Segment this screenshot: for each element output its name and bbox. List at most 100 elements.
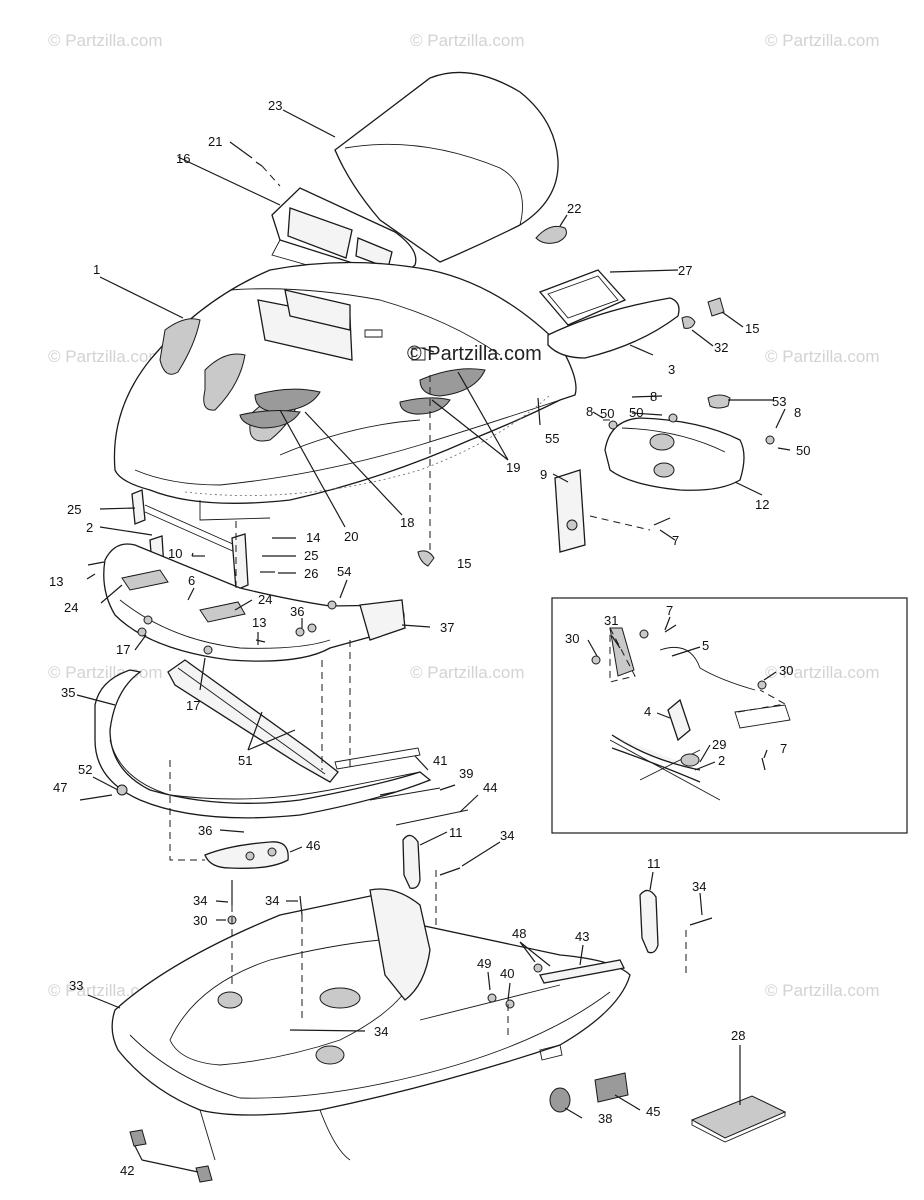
callout-17-right: 17 (186, 698, 200, 713)
callout-50-mid: 50 (629, 405, 643, 420)
callout-35: 35 (61, 685, 75, 700)
callout-30-inset-left: 30 (565, 631, 579, 646)
callout-50-left: 50 (600, 406, 614, 421)
leader-lines (76, 109, 791, 1173)
callout-36-bottom: 36 (198, 823, 212, 838)
callout-44: 44 (483, 780, 497, 795)
callout-45: 45 (646, 1104, 660, 1119)
bracket-11-left (402, 834, 421, 889)
callout-28: 28 (731, 1028, 745, 1043)
callout-34-right: 34 (692, 879, 706, 894)
watermark-mid-left: © Partzilla.com (48, 347, 163, 366)
callout-16: 16 (176, 151, 190, 166)
callout-8-mid: 8 (650, 389, 657, 404)
callout-49: 49 (477, 956, 491, 971)
panel-27 (538, 269, 627, 326)
callout-34-mid: 34 (265, 893, 279, 908)
hood (113, 261, 577, 521)
callout-2-inset: 2 (718, 753, 725, 768)
callout-47: 47 (53, 780, 67, 795)
callout-42: 42 (120, 1163, 134, 1178)
part-22-handle (535, 225, 567, 244)
callout-25-right: 25 (304, 548, 318, 563)
plug-38 (549, 1087, 571, 1113)
callout-34-left: 34 (193, 893, 207, 908)
callout-55: 55 (545, 431, 559, 446)
callout-53: 53 (772, 394, 786, 409)
callout-40: 40 (500, 966, 514, 981)
callout-11-left: 11 (449, 825, 463, 840)
callout-7: 7 (672, 533, 679, 548)
callout-8-left: 8 (586, 404, 593, 419)
watermark-lower-left: © Partzilla.com (48, 663, 163, 682)
callout-26: 26 (304, 566, 318, 581)
callout-50-right: 50 (796, 443, 810, 458)
callout-7-inset-bottom: 7 (780, 741, 787, 756)
callout-numbers: 1 2 2 3 4 5 6 7 7 7 8 8 8 9 10 11 11 12 … (49, 98, 810, 1178)
callout-30-inset-right: 30 (779, 663, 793, 678)
callout-17-left: 17 (116, 642, 130, 657)
callout-38: 38 (598, 1111, 612, 1126)
strip-43 (539, 959, 625, 984)
callout-12: 12 (755, 497, 769, 512)
callout-10: 10 (168, 546, 182, 561)
cover-3 (547, 297, 680, 359)
front-bumper-35 (94, 669, 432, 819)
cap-53 (707, 394, 731, 409)
callout-21: 21 (208, 134, 222, 149)
reference-lines (169, 165, 787, 1040)
callout-46: 46 (306, 838, 320, 853)
feet-42 (129, 1129, 213, 1183)
partzilla-logo: © Partzilla.com (407, 343, 542, 365)
callout-25-left: 25 (67, 502, 81, 517)
callout-6: 6 (188, 573, 195, 588)
callout-52: 52 (78, 762, 92, 777)
callout-3: 3 (668, 362, 675, 377)
watermark-top-center: © Partzilla.com (410, 31, 525, 50)
plate-45 (594, 1072, 629, 1103)
callout-19: 19 (506, 460, 520, 475)
callout-11-right: 11 (647, 856, 661, 871)
callout-7-inset-top: 7 (666, 603, 673, 618)
lattice-bar-51 (167, 659, 339, 783)
callout-48: 48 (512, 926, 526, 941)
bracket-9 (554, 469, 586, 553)
callout-41: 41 (433, 753, 447, 768)
callout-15-top: 15 (745, 321, 759, 336)
callout-51: 51 (238, 753, 252, 768)
callout-8-right: 8 (794, 405, 801, 420)
callout-4: 4 (644, 704, 651, 719)
callout-33: 33 (69, 978, 83, 993)
callout-20: 20 (344, 529, 358, 544)
callout-43: 43 (575, 929, 589, 944)
watermark-lower-center: © Partzilla.com (410, 663, 525, 682)
inset-box (551, 597, 908, 834)
part-32 (681, 316, 696, 329)
callout-24-right: 24 (258, 592, 272, 607)
callout-9: 9 (540, 467, 547, 482)
callout-34-top: 34 (500, 828, 514, 843)
watermark-lower-right: © Partzilla.com (765, 663, 880, 682)
callout-27: 27 (678, 263, 692, 278)
callout-39: 39 (459, 766, 473, 781)
callout-13-right: 13 (252, 615, 266, 630)
callout-32: 32 (714, 340, 728, 355)
callout-13-left: 13 (49, 574, 63, 589)
callout-30-lower: 30 (193, 913, 207, 928)
decal-28 (690, 1095, 787, 1143)
gauge-housing (271, 187, 417, 291)
watermark-mid-right: © Partzilla.com (765, 347, 880, 366)
watermark-top-left: © Partzilla.com (48, 31, 163, 50)
callout-34-bottom: 34 (374, 1024, 388, 1039)
callout-5: 5 (702, 638, 709, 653)
front-mount-24 (103, 543, 406, 662)
housing-12 (604, 417, 745, 491)
bracket-11-right (639, 889, 659, 954)
callout-15-bottom: 15 (457, 556, 471, 571)
callout-24-left: 24 (64, 600, 78, 615)
callout-23: 23 (268, 98, 282, 113)
clip-15-top (707, 297, 725, 317)
callout-31: 31 (604, 613, 618, 628)
callout-22: 22 (567, 201, 581, 216)
